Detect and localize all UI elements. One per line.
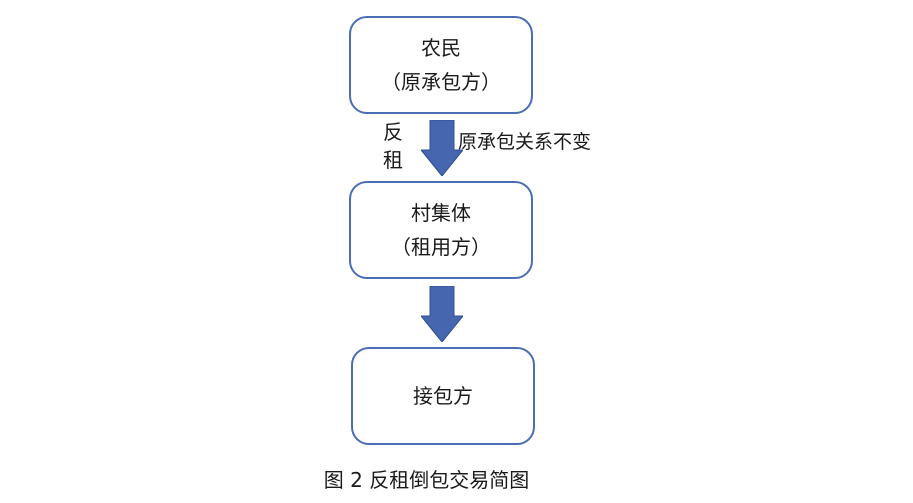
contract-unchanged-label: 原承包关系不变 (458, 131, 592, 153)
arrow-down-2-shape (421, 286, 463, 342)
arrow-down-2 (421, 286, 463, 342)
farmer-node-role: （原承包方） (381, 70, 501, 94)
figure-caption: 图 2 反租倒包交易简图 (323, 468, 530, 492)
arrow-down-1-shape (421, 120, 463, 176)
lease-back-char-1: 反 (383, 120, 403, 144)
farmer-node-title: 农民 (421, 36, 461, 60)
village-node-title: 村集体 (411, 201, 471, 225)
village-node-role: （租用方） (391, 235, 491, 259)
contractor-node-title: 接包方 (413, 384, 473, 408)
lease-back-label: 反 租 (381, 118, 405, 174)
figure-caption-row: 图 2 反租倒包交易简图 (0, 464, 913, 493)
contractor-node: 接包方 (351, 347, 535, 445)
village-node: 村集体 （租用方） (349, 181, 533, 279)
farmer-node: 农民 （原承包方） (349, 16, 533, 114)
arrow-down-1 (421, 120, 463, 176)
lease-back-char-2: 租 (383, 148, 403, 172)
